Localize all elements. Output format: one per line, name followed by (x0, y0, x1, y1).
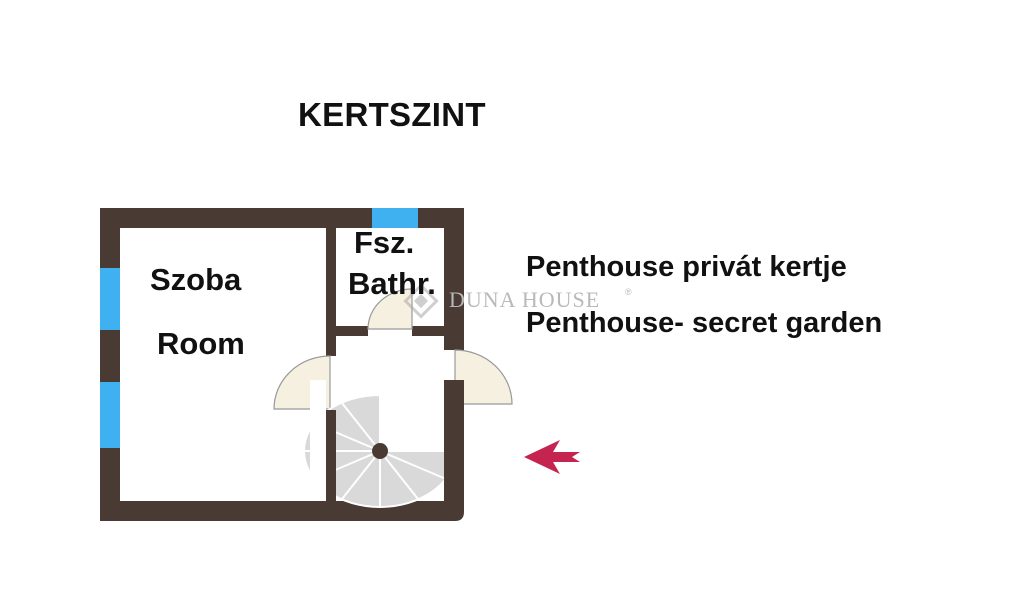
stair-clip-left (310, 380, 326, 501)
watermark-text: DUNA HOUSE (449, 287, 601, 312)
room-label-szoba: Szoba (150, 262, 242, 297)
duna-house-logo-icon (403, 283, 439, 319)
bath-label-fsz: Fsz. (354, 225, 415, 260)
door-opening-bath (368, 326, 412, 336)
entrance-arrow-icon (524, 440, 580, 474)
watermark: DUNA HOUSE (402, 284, 642, 314)
stair-clip-right (444, 380, 464, 501)
stair-center-post (372, 443, 388, 459)
door-opening-room (326, 356, 336, 410)
garden-annotation-hu: Penthouse privát kertje (526, 251, 847, 283)
room-label-room: Room (157, 326, 245, 361)
stair-clip-left-wall (326, 410, 336, 501)
door-swing-garden (454, 349, 513, 405)
window-left-upper (100, 268, 120, 330)
bath-label-bathr: Bathr. (348, 266, 436, 301)
watermark-registered-mark: ® (625, 287, 632, 297)
window-top (372, 208, 418, 228)
door-swing-bath (367, 288, 413, 330)
window-left-lower (100, 382, 120, 448)
garden-annotation-en: Penthouse- secret garden (526, 307, 883, 339)
page-title: KERTSZINT (298, 96, 486, 133)
